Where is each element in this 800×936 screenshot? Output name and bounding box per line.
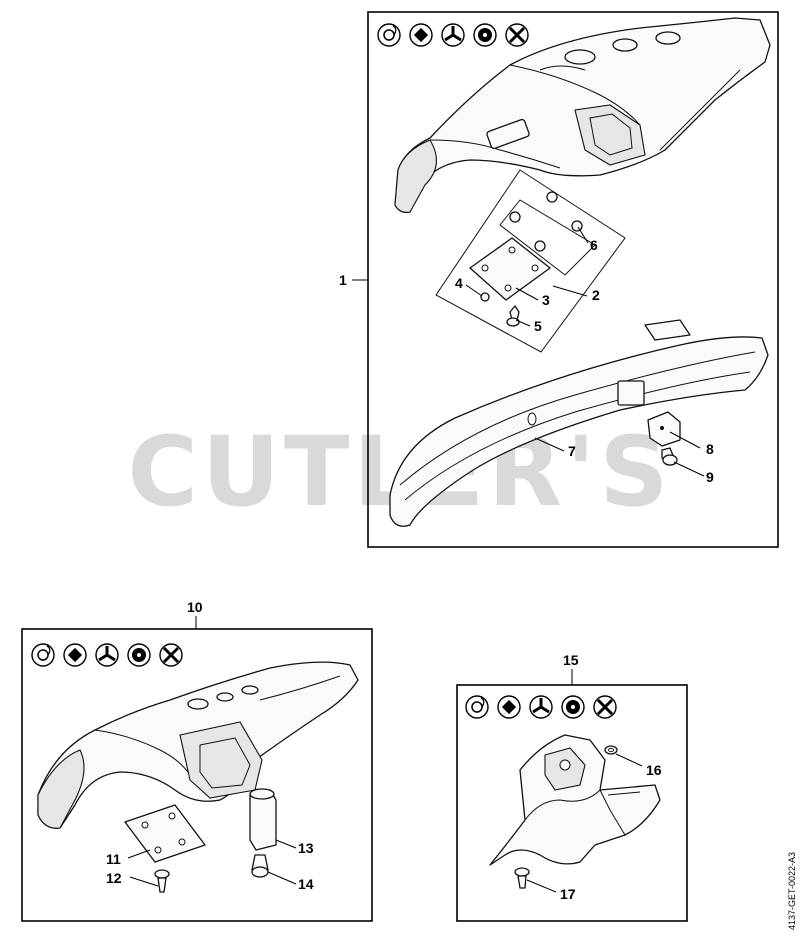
leader-17 [526,879,557,893]
screw-14-part [251,854,269,878]
clip-part [647,411,681,447]
deflector-part [489,734,661,866]
leader-13 [275,839,297,849]
4-blade-icon [593,695,617,719]
bracket-13-part [249,788,277,851]
3-blade-icon [529,695,553,719]
leader-7 [534,437,565,452]
plate-kit-part [435,169,626,353]
callout-13: 13 [298,840,314,856]
callout-16: 16 [646,762,662,778]
callout-5: 5 [534,318,542,334]
leader-4 [465,284,483,297]
guard-10-part [37,661,359,829]
3-blade-icon [95,643,119,667]
leader-9 [673,461,705,477]
leader-3 [515,287,539,301]
callout-4: 4 [455,275,463,291]
washer-16-part [604,745,618,755]
callout-10: 10 [187,599,203,615]
callout-6: 6 [590,237,598,253]
callout-1: 1 [339,272,347,288]
callout-8: 8 [706,441,714,457]
plate-11-part [124,804,206,863]
screw-12-part [154,869,170,893]
trimmer-head-icon [465,695,489,719]
saw-blade-icon [561,695,585,719]
symbol-row-left [31,643,183,667]
leader-6 [577,226,589,244]
leader-12 [129,876,159,887]
trimmer-head-icon [377,23,401,47]
panel-guard-assembly-10 [21,628,373,922]
callout-9: 9 [706,469,714,485]
callout-11: 11 [106,851,121,867]
4-blade-icon [159,643,183,667]
upper-guard-part [394,17,771,213]
leader-14 [267,871,297,885]
symbol-row-right [465,695,617,719]
screw-9-part [661,447,678,466]
callout-2: 2 [592,287,600,303]
leader-2 [552,285,588,297]
callout-14: 14 [298,876,314,892]
callout-17: 17 [560,886,576,902]
mowing-head-icon [409,23,433,47]
leader-5 [515,319,531,327]
callout-7: 7 [568,443,576,459]
leader-11 [127,849,151,859]
guard-extension-part [389,319,769,527]
mowing-head-icon [63,643,87,667]
3-blade-icon [441,23,465,47]
trimmer-head-icon [31,643,55,667]
mowing-head-icon [497,695,521,719]
leader-8 [669,431,701,449]
symbol-row-top [377,23,529,47]
leader-16 [615,753,643,767]
screw-17-part [514,867,530,889]
4-blade-icon [505,23,529,47]
callout-12: 12 [106,870,122,886]
callout-15: 15 [563,652,579,668]
saw-blade-icon [127,643,151,667]
document-code: 4137-GET-0022-A3 [787,852,797,930]
callout-3: 3 [542,292,550,308]
saw-blade-icon [473,23,497,47]
